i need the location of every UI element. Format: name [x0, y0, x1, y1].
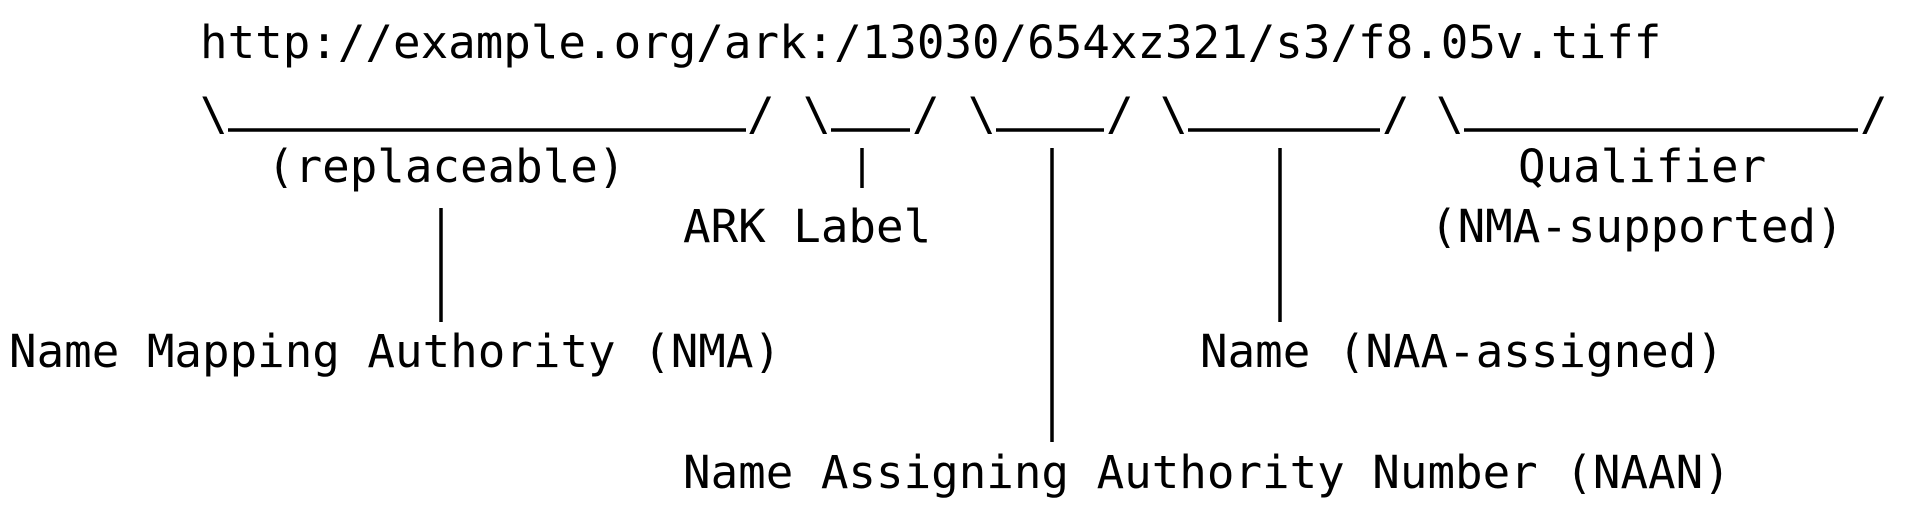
svg-text:\: \ — [803, 87, 831, 141]
svg-text:/: / — [1382, 87, 1410, 141]
svg-text:/: / — [912, 87, 940, 141]
nma-label: Name Mapping Authority (NMA) — [9, 324, 781, 378]
svg-text:\: \ — [200, 87, 228, 141]
brace-naan: \ / — [968, 87, 1134, 141]
svg-text:\: \ — [1160, 87, 1188, 141]
qualifier-note: (NMA-supported) — [1430, 199, 1844, 253]
naan-label: Name Assigning Authority Number (NAAN) — [683, 445, 1731, 499]
brace-nma: \ / — [200, 87, 775, 141]
replaceable-label: (replaceable) — [267, 139, 625, 193]
svg-text:/: / — [747, 87, 775, 141]
svg-text:/: / — [1860, 87, 1888, 141]
ark-url: http://example.org/ark:/13030/654xz321/s… — [200, 15, 1661, 69]
brace-name: \ / — [1160, 87, 1410, 141]
qualifier-label: Qualifier — [1518, 139, 1766, 193]
svg-text:\: \ — [1436, 87, 1464, 141]
name-label: Name (NAA-assigned) — [1200, 324, 1724, 378]
brace-ark-label: \ / — [803, 87, 940, 141]
svg-text:\: \ — [968, 87, 996, 141]
ark-label: ARK Label — [683, 199, 931, 253]
svg-text:/: / — [1106, 87, 1134, 141]
brace-qualifier: \ / — [1436, 87, 1888, 141]
